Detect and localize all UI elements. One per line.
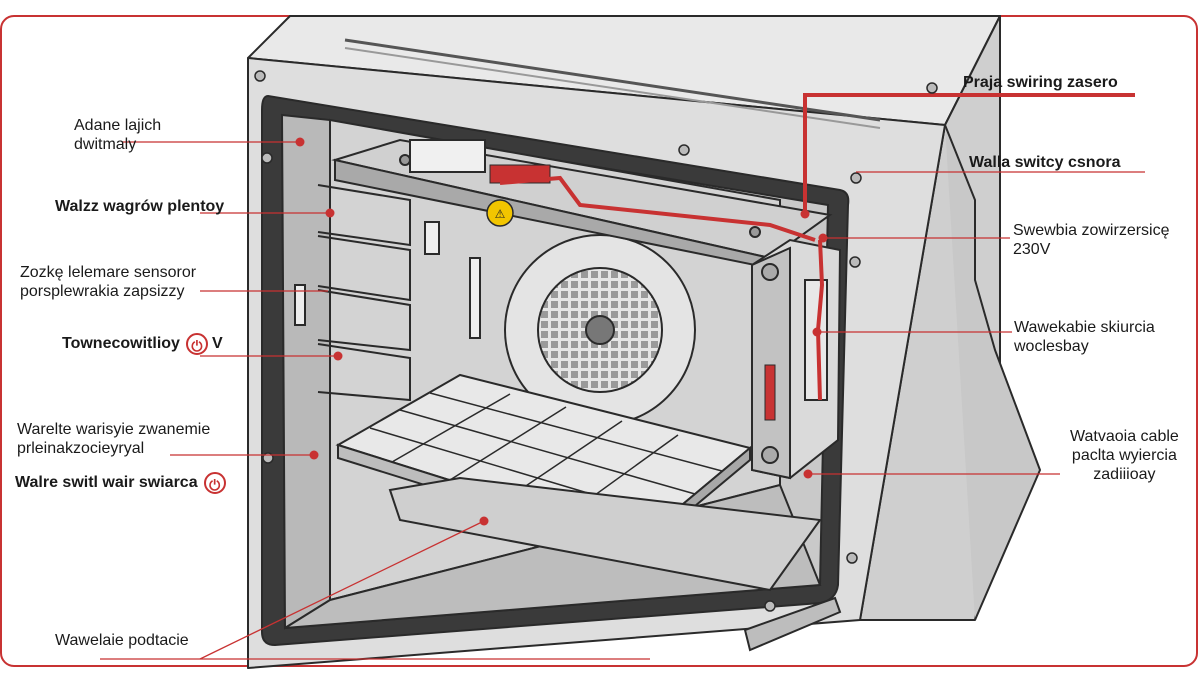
label-left-7: Wawelaie podtacie	[55, 632, 189, 649]
warning-icon: ⚠	[486, 199, 514, 227]
label-left-1-line2: dwitmaly	[74, 136, 137, 153]
bottom-tray	[388, 476, 842, 652]
wiring-harness	[489, 93, 1135, 421]
label-left-4-symbol: V	[211, 335, 223, 353]
label-left-5: Warelte warisyie zwanemie prleinakzociey…	[17, 420, 210, 458]
label-right-5-line1: Watvaoia cable	[1070, 428, 1179, 445]
label-left-3-line2: porsplewrakia zapsizzy	[20, 283, 185, 300]
label-left-1: Adane lajich dwitmaly	[74, 116, 161, 154]
label-right-5-line3: zadiiioay	[1093, 466, 1156, 483]
label-left-3: Zozkę lelemare sensoror porsplewrakia za…	[20, 263, 196, 301]
label-right-2: Walla switcy csnora	[969, 154, 1121, 171]
label-left-4-text: Townecowitlioy	[62, 335, 180, 353]
label-left-6: Walre switl wair swiarca ⏻	[15, 472, 226, 494]
svg-text:⚠: ⚠	[495, 207, 506, 221]
label-right-3-line2: 230V	[1013, 241, 1051, 258]
label-left-1-line1: Adane lajich	[74, 117, 162, 134]
label-right-4-line1: Wawekabie skiurcia	[1014, 319, 1155, 336]
label-left-5-line1: Warelte warisyie zwanemie	[17, 421, 211, 438]
label-right-5: Watvaoia cable paclta wyiercia zadiiioay	[1070, 427, 1179, 484]
power-icon: ⏻	[203, 472, 226, 494]
label-left-2: Walzz wagrów plentoy	[55, 198, 225, 215]
control-panel	[751, 238, 842, 480]
leader-dots	[295, 137, 828, 526]
screws	[254, 70, 938, 612]
label-right-3: Swewbia zowirzersicę 230V	[1013, 221, 1170, 259]
top-rail	[331, 138, 833, 270]
label-left-3-line1: Zozkę lelemare sensoror	[20, 264, 197, 281]
label-right-4: Wawekabie skiurcia woclesbay	[1014, 318, 1155, 356]
power-icon: ⏻	[185, 333, 208, 355]
side-racks	[294, 184, 481, 402]
label-right-4-line2: woclesbay	[1014, 338, 1089, 355]
label-left-4: Townecowitlioy ⏻V	[62, 333, 223, 355]
label-left-5-line2: prleinakzocieyryal	[17, 440, 145, 457]
leader-lines	[100, 141, 1145, 660]
label-right-1: Praja swiring zasero	[963, 74, 1118, 91]
label-right-3-line1: Swewbia zowirzersicę	[1013, 222, 1170, 239]
label-left-6-text: Walre switl wair swiarca	[15, 474, 198, 492]
label-right-5-line2: paclta wyiercia	[1071, 447, 1177, 464]
